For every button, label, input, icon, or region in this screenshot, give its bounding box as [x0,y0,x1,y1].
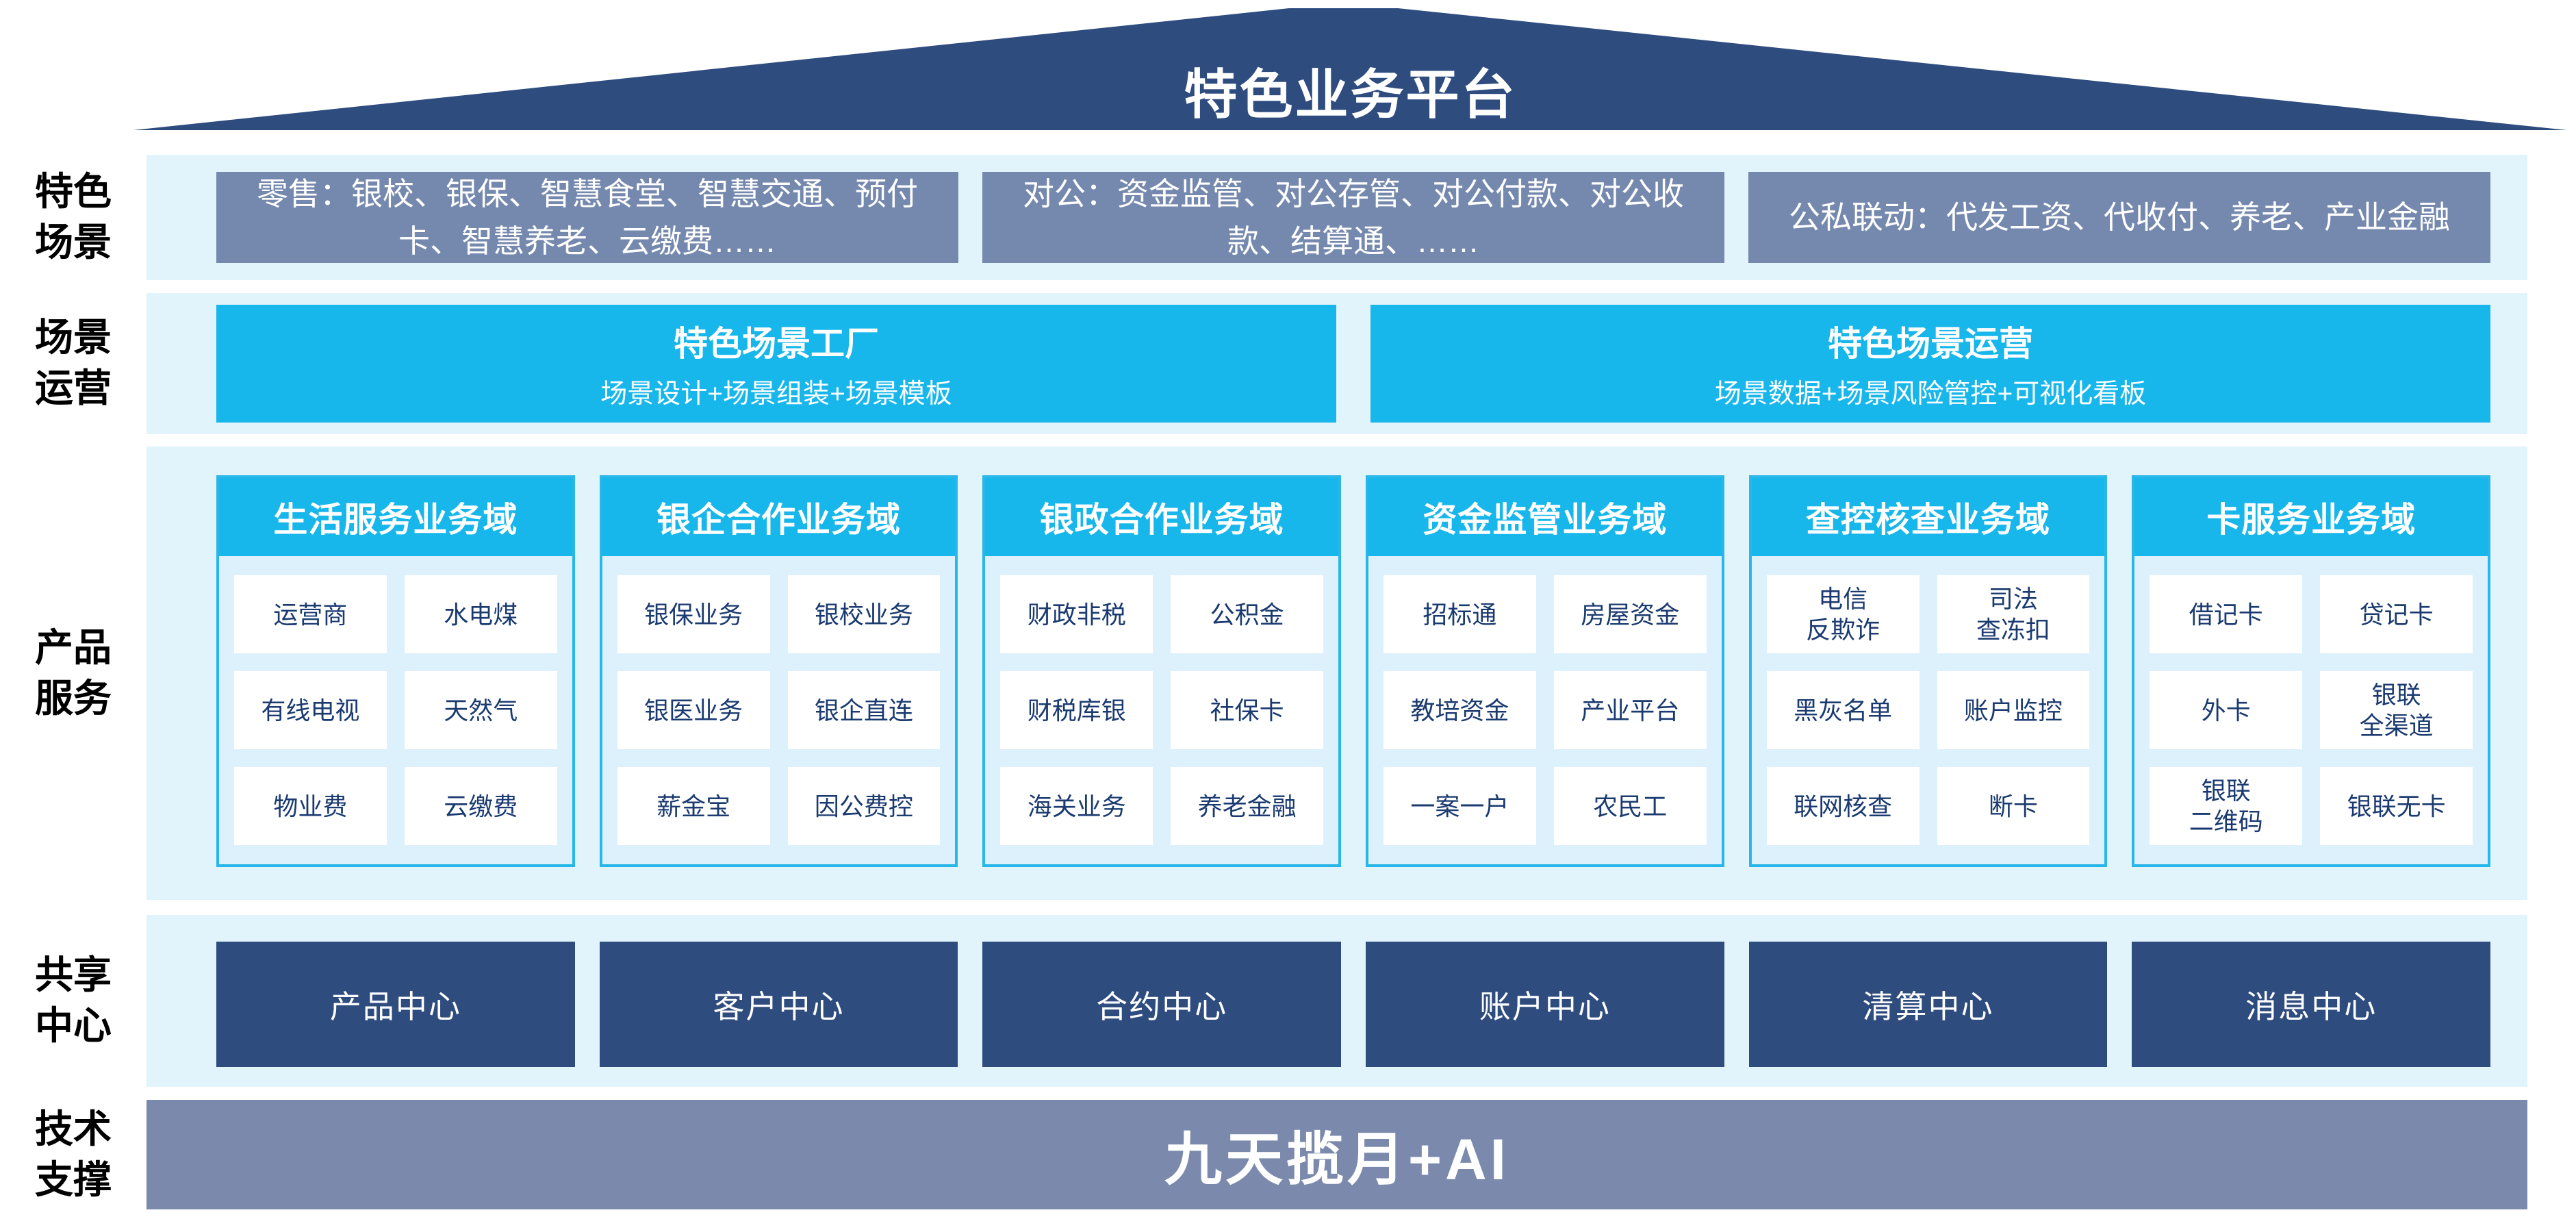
domain-card-fund-supervision: 资金监管业务域 招标通 房屋资金 教培资金 产业平台 一案一户 农民工 [1366,475,1724,867]
product-cell: 产业平台 [1553,671,1707,749]
product-cell: 一案一户 [1383,767,1536,845]
domain-card-title: 银企合作业务域 [602,478,956,556]
product-cell: 农民工 [1553,767,1707,845]
stage-label-share: 共享 中心 [35,953,112,1047]
scene-band: 零售：银校、银保、智慧食堂、智慧交通、预付卡、智慧养老、云缴费…… 对公：资金监… [146,155,2527,280]
scene-box-retail: 零售：银校、银保、智慧食堂、智慧交通、预付卡、智慧养老、云缴费…… [216,172,958,263]
tech-support-label: 九天揽月+AI [1164,1127,1510,1192]
scene-box-public-private: 公私联动：代发工资、代收付、养老、产业金融 [1748,172,2490,263]
stage-label-tech: 技术 支撑 [35,1107,112,1201]
product-cell: 天然气 [404,671,557,749]
center-box-account: 账户中心 [1366,942,1724,1067]
stage-label-product: 产品 服务 [35,626,112,720]
operation-box-title: 特色场景运营 [1828,325,2033,364]
product-cell: 银校业务 [787,575,941,653]
domain-card-bank-government: 银政合作业务域 财政非税 公积金 财税库银 社保卡 海关业务 养老金融 [982,475,1342,867]
tech-support-bar: 九天揽月+AI [146,1100,2527,1209]
product-cell: 银联无卡 [2320,767,2473,845]
product-cell: 银企直连 [787,671,941,749]
product-cell: 外卡 [2150,671,2303,749]
product-cell: 云缴费 [404,767,557,845]
product-cell: 账户监控 [1937,671,2090,749]
product-cell: 有线电视 [234,671,387,749]
operation-box-subtitle: 场景设计+场景组装+场景模板 [600,379,952,409]
stage-label-operation: 场景 运营 [35,316,112,410]
domain-card-title: 资金监管业务域 [1368,478,1722,556]
product-cell: 公积金 [1171,575,1324,653]
product-cell: 联网核查 [1766,767,1920,845]
scene-box-corporate: 对公：资金监管、对公存管、对公付款、对公收款、结算通、…… [982,172,1724,263]
product-cell: 银联 二维码 [2150,767,2303,845]
page-title: 特色业务平台 [1184,64,1517,125]
domain-card-body: 财政非税 公积金 财税库银 社保卡 海关业务 养老金融 [985,556,1338,864]
product-band: 生活服务业务域 运营商 水电煤 有线电视 天然气 物业费 云缴费 银企合作业务域… [146,447,2527,900]
domain-card-bank-enterprise: 银企合作业务域 银保业务 银校业务 银医业务 银企直连 薪金宝 因公费控 [599,475,958,867]
product-cell: 水电煤 [404,575,557,653]
domain-card-title: 银政合作业务域 [985,478,1339,556]
operation-box-title: 特色场景工厂 [674,325,879,364]
operation-band: 特色场景工厂 场景设计+场景组装+场景模板 特色场景运营 场景数据+场景风险管控… [146,293,2527,434]
domain-card-body: 银保业务 银校业务 银医业务 银企直连 薪金宝 因公费控 [602,556,956,864]
product-cell: 因公费控 [787,767,941,845]
operation-box-scene-operation: 特色场景运营 场景数据+场景风险管控+可视化看板 [1370,305,2490,423]
product-cell: 银医业务 [617,671,770,749]
domain-card-body: 电信 反欺诈 司法 查冻扣 黑灰名单 账户监控 联网核查 断卡 [1752,556,2105,864]
share-band: 产品中心 客户中心 合约中心 账户中心 清算中心 消息中心 [146,915,2527,1087]
product-cell: 招标通 [1383,575,1536,653]
product-cell: 司法 查冻扣 [1937,575,2090,653]
product-cell: 薪金宝 [617,767,770,845]
domain-card-title: 查控核查业务域 [1751,478,2105,556]
center-box-customer: 客户中心 [599,942,958,1067]
operation-box-scene-factory: 特色场景工厂 场景设计+场景组装+场景模板 [216,305,1336,423]
stage-label-scene: 特色 场景 [35,170,112,264]
domain-card-life-service: 生活服务业务域 运营商 水电煤 有线电视 天然气 物业费 云缴费 [216,475,575,867]
product-cell: 运营商 [234,575,387,653]
center-box-contract: 合约中心 [982,942,1342,1067]
domain-card-card-service: 卡服务业务域 借记卡 贷记卡 外卡 银联 全渠道 银联 二维码 银联无卡 [2132,475,2491,867]
product-cell: 物业费 [234,767,387,845]
product-cell: 贷记卡 [2320,575,2473,653]
product-cell: 财税库银 [1000,671,1153,749]
domain-card-body: 运营商 水电煤 有线电视 天然气 物业费 云缴费 [219,556,572,864]
domain-card-body: 借记卡 贷记卡 外卡 银联 全渠道 银联 二维码 银联无卡 [2134,556,2488,864]
product-cell: 借记卡 [2150,575,2303,653]
center-box-message: 消息中心 [2132,942,2491,1067]
product-cell: 教培资金 [1383,671,1536,749]
center-box-product: 产品中心 [216,942,575,1067]
center-box-clearing: 清算中心 [1748,942,2108,1067]
product-cell: 银保业务 [617,575,770,653]
domain-card-title: 生活服务业务域 [219,478,572,556]
product-cell: 电信 反欺诈 [1766,575,1920,653]
product-cell: 黑灰名单 [1766,671,1920,749]
product-cell: 社保卡 [1171,671,1324,749]
roof-banner-shape [133,8,2567,130]
product-cell: 房屋资金 [1553,575,1707,653]
product-cell: 海关业务 [1000,767,1153,845]
operation-box-subtitle: 场景数据+场景风险管控+可视化看板 [1714,379,2147,409]
product-cell: 断卡 [1937,767,2090,845]
product-cell: 银联 全渠道 [2320,671,2473,749]
product-cell: 养老金融 [1171,767,1324,845]
domain-card-body: 招标通 房屋资金 教培资金 产业平台 一案一户 农民工 [1368,556,1722,864]
domain-card-title: 卡服务业务域 [2134,478,2488,556]
product-cell: 财政非税 [1000,575,1153,653]
domain-card-inquiry-control: 查控核查业务域 电信 反欺诈 司法 查冻扣 黑灰名单 账户监控 联网核查 断卡 [1748,475,2108,867]
